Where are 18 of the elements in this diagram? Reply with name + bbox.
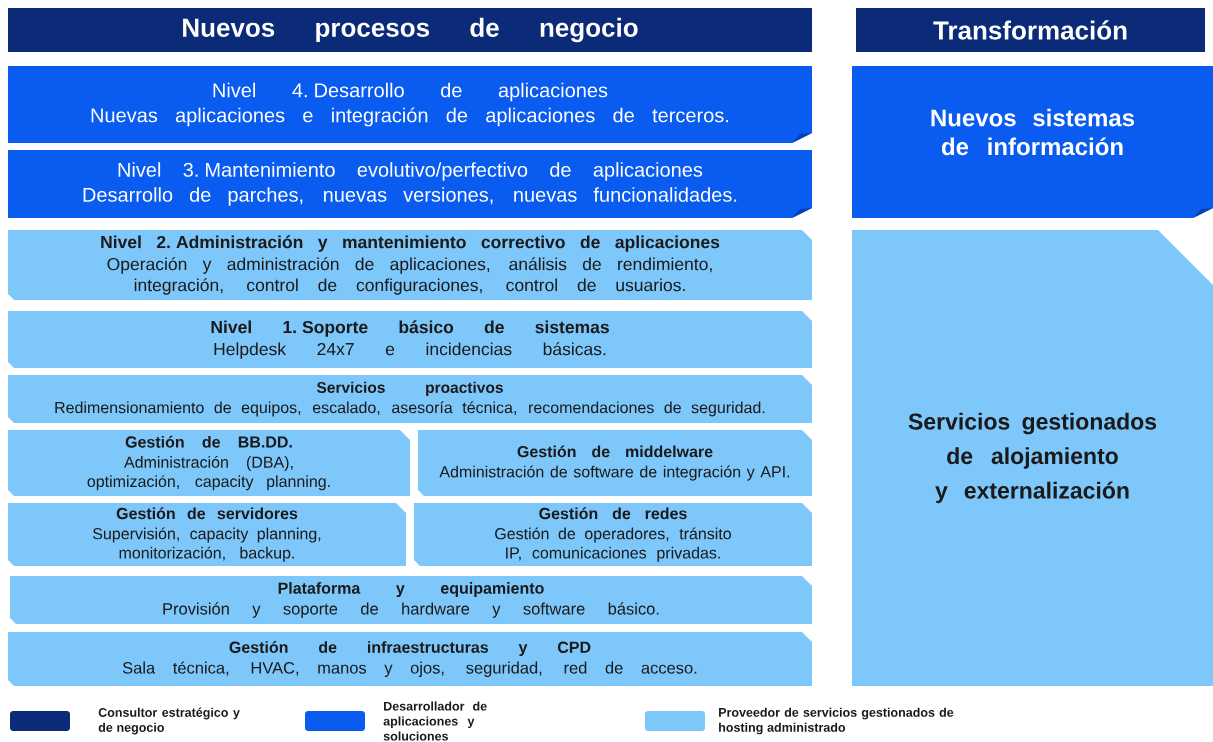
legend-label: Proveedor de servicios gestionados de hosting administrado	[719, 707, 954, 735]
layer-box: Nivel 3. Mantenimiento evolutivo/perfectivo de aplicaciones Desarrollo de parches, nuevas versiones, nuevas funcionalidades.	[8, 150, 812, 218]
service-box: Gestión de servidores Supervisión, capacity planning, monitorización, backup.	[8, 503, 406, 566]
legend-label: Consultor estratégico y de negocio	[98, 707, 240, 735]
layer-box: Plataforma y equipamiento Provisión y soporte de hardware y software básico.	[10, 576, 812, 624]
layer-box: Servicios proactivos Redimensionamiento de equipos, escalado, asesoría técnica, recomendaciones de seguridad.	[8, 375, 812, 423]
category-box: Servicios gestionados de alojamiento y externalización	[852, 230, 1213, 686]
header-band: Nuevos procesos de negocio	[8, 8, 812, 52]
layer-box: Nivel 4. Desarrollo de aplicaciones Nuevas aplicaciones e integración de aplicaciones de terceros.	[8, 66, 812, 143]
service-box: Gestión de redes Gestión de operadores, tránsito IP, comunicaciones privadas.	[414, 503, 812, 566]
header-band: Transformación	[856, 8, 1205, 52]
legend-label: Desarrollador de aplicaciones y soluciones	[383, 701, 487, 741]
service-box: Gestión de middelware Administración de software de integración y API.	[418, 430, 812, 496]
layer-box: Gestión de infraestructuras y CPD Sala técnica, HVAC, manos y ojos, seguridad, red de acceso.	[8, 632, 812, 686]
layer-box: Nivel 1. Soporte básico de sistemas Helpdesk 24x7 e incidencias básicas.	[8, 311, 812, 368]
category-box: Nuevos sistemas de información	[852, 66, 1213, 218]
service-box: Gestión de BB.DD. Administración (DBA), optimización, capacity planning.	[8, 430, 410, 496]
layer-box: Nivel 2. Administración y mantenimiento correctivo de aplicaciones Operación y administración de aplicaciones, análisis de rendimiento, integración, control de configuraciones, control de usuarios.	[8, 230, 812, 300]
